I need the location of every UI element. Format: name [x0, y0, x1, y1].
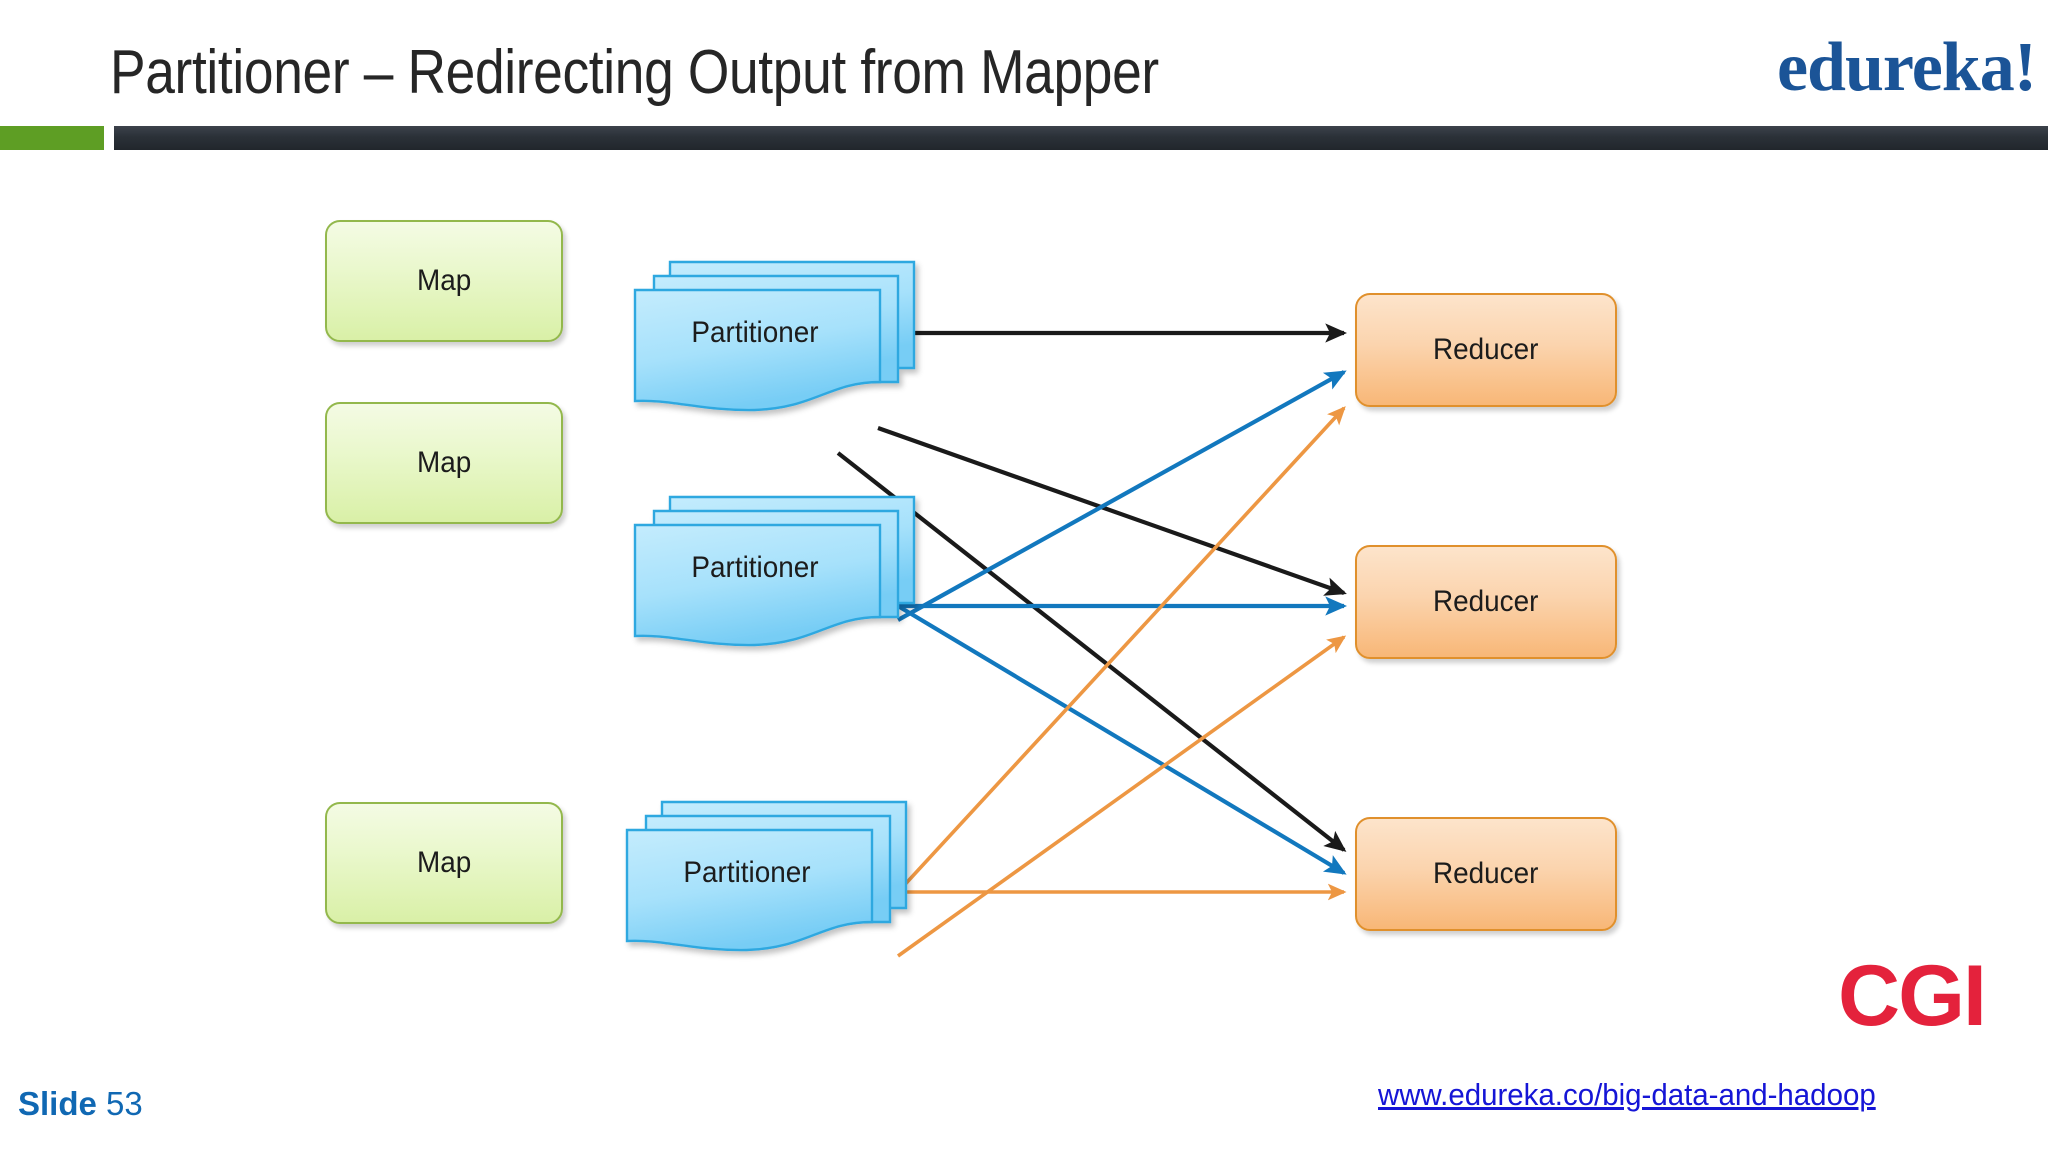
- reducer-label-2: Reducer: [1433, 585, 1539, 618]
- page-title: Partitioner – Redirecting Output from Ma…: [110, 38, 1159, 107]
- edureka-logo: edureka!: [1776, 29, 2037, 106]
- map-box-2[interactable]: Map: [325, 402, 563, 524]
- arrow-p2-r1: [896, 370, 1347, 622]
- partitioner-sheet-front-2: [633, 523, 882, 647]
- slide-number: 53: [106, 1085, 143, 1122]
- slide-number-footer: Slide 53: [18, 1085, 143, 1123]
- partitioner-sheet-front-1: [633, 288, 882, 412]
- arrow-layer: [836, 323, 1348, 958]
- arrow-p3-r1: [896, 406, 1346, 894]
- arrow-p3-r2: [896, 635, 1347, 958]
- cgi-logo: CGI: [1838, 948, 1987, 1044]
- arrow-p1-r3: [836, 451, 1347, 852]
- partitioner-sheet-front-3: [625, 828, 874, 952]
- arrow-p2-r3: [896, 604, 1347, 875]
- header-accent-bar-dark: [114, 126, 2048, 150]
- map-box-3[interactable]: Map: [325, 802, 563, 924]
- slide-word: Slide: [18, 1085, 97, 1122]
- map-label-1: Map: [416, 264, 472, 297]
- map-label-3: Map: [416, 846, 472, 879]
- reducer-box-3[interactable]: Reducer: [1355, 817, 1617, 931]
- header-accent-bar-green: [0, 126, 104, 150]
- map-box-1[interactable]: Map: [325, 220, 563, 342]
- reducer-label-3: Reducer: [1433, 857, 1539, 890]
- partitioner-stack-1[interactable]: Partitioner: [630, 260, 920, 420]
- partitioner-stack-2[interactable]: Partitioner: [630, 495, 920, 655]
- reducer-box-1[interactable]: Reducer: [1355, 293, 1617, 407]
- arrow-p1-r2: [877, 426, 1347, 596]
- reducer-box-2[interactable]: Reducer: [1355, 545, 1617, 659]
- reducer-label-1: Reducer: [1433, 333, 1539, 366]
- partitioner-stack-3[interactable]: Partitioner: [622, 800, 912, 960]
- partitioner-flow-diagram: Map Map Map Reducer Reducer Reducer: [0, 150, 2048, 980]
- course-url-link[interactable]: www.edureka.co/big-data-and-hadoop: [1378, 1077, 1876, 1112]
- map-label-2: Map: [416, 446, 472, 479]
